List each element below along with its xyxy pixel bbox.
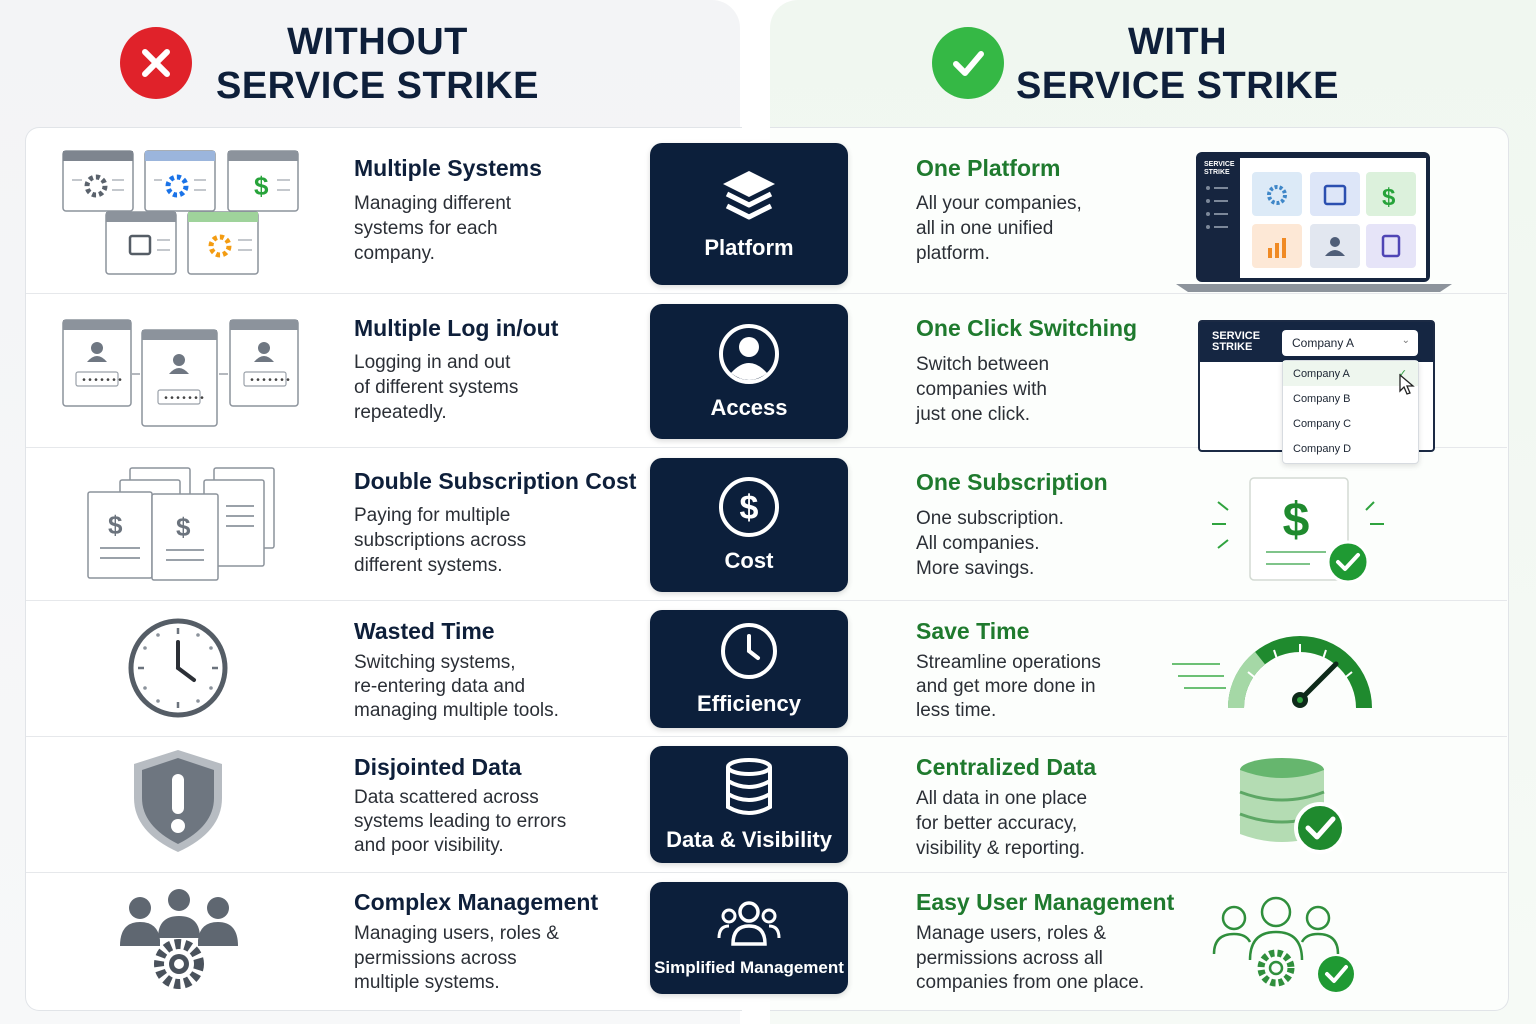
x-circle-icon xyxy=(120,27,192,99)
without-desc-multiple-login: Logging in and out of different systems … xyxy=(354,352,519,423)
user-circle-icon xyxy=(719,323,779,384)
without-desc-disjointed-data: Data scattered across systems leading to… xyxy=(354,787,567,856)
company-option-label: Company C xyxy=(1293,417,1352,430)
team-gear-check-icon xyxy=(1210,896,1360,1001)
svg-text:$: $ xyxy=(254,171,269,201)
without-title-double-subscription: Double Subscription Cost xyxy=(354,468,637,494)
without-desc-double-subscription: Paying for multiple subscriptions across… xyxy=(354,505,527,576)
chevron-down-icon: ⌄ xyxy=(1401,335,1410,346)
row-divider xyxy=(26,872,1507,873)
with-desc-centralized-data: All data in one place for better accurac… xyxy=(916,788,1088,859)
row-divider xyxy=(26,736,1507,737)
warning-shield-icon xyxy=(128,748,228,859)
login-windows-icon: ••••••• ••••••• ••••••• xyxy=(62,318,302,433)
svg-text:SERVICE: SERVICE xyxy=(1204,161,1235,168)
center-card-simplified-management: Simplified Management xyxy=(650,882,848,994)
company-dropdown-list: Company A ✓ Company B Company C Company … xyxy=(1282,360,1419,464)
company-option-label: Company A xyxy=(1293,367,1350,380)
without-title: WITHOUT SERVICE STRIKE xyxy=(200,20,555,108)
svg-text:•••••••: ••••••• xyxy=(163,394,205,405)
with-desc-save-time: Streamline operations and get more done … xyxy=(916,652,1101,721)
with-title-save-time: Save Time xyxy=(916,618,1030,644)
without-title-multiple-systems: Multiple Systems xyxy=(354,155,542,181)
without-title-line2: SERVICE STRIKE xyxy=(215,65,540,107)
with-title-line2: SERVICE STRIKE xyxy=(1015,65,1340,107)
svg-text:$: $ xyxy=(740,489,759,527)
switcher-brand-line2: STRIKE xyxy=(1212,341,1253,353)
invoice-check-icon: $ xyxy=(1210,474,1390,591)
svg-text:$: $ xyxy=(1382,184,1396,211)
without-title-complex-management: Complex Management xyxy=(354,889,599,915)
center-label-simplified-management: Simplified Management xyxy=(654,958,844,977)
company-select-value: Company A xyxy=(1292,336,1355,350)
database-check-icon xyxy=(1236,756,1352,863)
without-title-wasted-time: Wasted Time xyxy=(354,618,495,644)
cursor-icon xyxy=(1399,373,1415,401)
center-label-data-visibility: Data & Visibility xyxy=(666,826,832,852)
company-option-label: Company B xyxy=(1293,392,1351,405)
with-title-one-subscription: One Subscription xyxy=(916,469,1108,495)
database-icon xyxy=(726,757,772,815)
team-gear-icon xyxy=(118,886,240,995)
clock-icon xyxy=(721,623,777,679)
svg-text:•••••••: ••••••• xyxy=(249,376,291,387)
center-card-platform: Platform xyxy=(650,143,848,285)
without-title-multiple-login: Multiple Log in/out xyxy=(354,315,559,341)
dollar-circle-icon: $ xyxy=(719,477,779,537)
with-title: WITH SERVICE STRIKE xyxy=(1005,20,1350,108)
with-desc-one-click: Switch between companies with just one c… xyxy=(916,354,1050,425)
company-option[interactable]: Company A ✓ xyxy=(1283,361,1418,386)
with-desc-one-platform: All your companies, all in one unified p… xyxy=(916,193,1082,264)
switcher-header: SERVICE STRIKE Company A ⌄ xyxy=(1200,322,1433,362)
svg-text:STRIKE: STRIKE xyxy=(1204,169,1230,176)
svg-text:$: $ xyxy=(108,510,123,540)
without-title-line1: WITHOUT xyxy=(287,21,468,63)
row-divider xyxy=(26,600,1507,601)
wall-clock-icon xyxy=(126,616,230,725)
without-title-disjointed-data: Disjointed Data xyxy=(354,754,522,780)
center-label-access: Access xyxy=(710,394,788,420)
center-label-cost: Cost xyxy=(724,548,774,573)
svg-text:$: $ xyxy=(1283,494,1310,547)
users-icon xyxy=(717,901,781,946)
company-option[interactable]: Company D xyxy=(1283,436,1418,461)
row-divider xyxy=(26,447,1507,448)
center-card-efficiency: Efficiency xyxy=(650,610,848,728)
without-desc-multiple-systems: Managing different systems for each comp… xyxy=(354,193,512,264)
row-divider xyxy=(26,293,1507,294)
window-group-icon: $ xyxy=(62,150,302,281)
switcher-brand-line1: SERVICE xyxy=(1212,330,1261,342)
without-desc-wasted-time: Switching systems, re-entering data and … xyxy=(354,652,559,721)
switcher-brand: SERVICE STRIKE xyxy=(1212,331,1260,353)
center-label-platform: Platform xyxy=(704,235,794,260)
center-card-access: Access xyxy=(650,304,848,439)
with-title-one-click: One Click Switching xyxy=(916,315,1138,341)
company-option-label: Company D xyxy=(1293,442,1352,455)
speedometer-icon xyxy=(1170,628,1380,719)
layers-icon xyxy=(723,171,775,220)
check-circle-icon xyxy=(932,27,1004,99)
without-desc-complex-management: Managing users, roles & permissions acro… xyxy=(354,923,559,993)
company-option[interactable]: Company B xyxy=(1283,386,1418,411)
with-title-easy-user-management: Easy User Management xyxy=(916,889,1175,915)
invoice-stack-icon: $ $ xyxy=(86,466,278,587)
with-title-centralized-data: Centralized Data xyxy=(916,754,1097,780)
with-desc-easy-user-management: Manage users, roles & permissions across… xyxy=(916,923,1145,993)
center-label-efficiency: Efficiency xyxy=(697,691,801,716)
with-title-one-platform: One Platform xyxy=(916,155,1061,181)
with-title-line1: WITH xyxy=(1127,21,1228,63)
company-option[interactable]: Company C xyxy=(1283,411,1418,436)
center-card-data-visibility: Data & Visibility xyxy=(650,746,848,863)
check-icon: ✓ xyxy=(1397,368,1408,380)
with-desc-one-subscription: One subscription. All companies. More sa… xyxy=(916,508,1064,579)
center-card-cost: $ Cost xyxy=(650,458,848,592)
company-select[interactable]: Company A ⌄ xyxy=(1282,330,1418,356)
svg-text:•••••••: ••••••• xyxy=(81,376,123,387)
svg-text:$: $ xyxy=(176,512,191,542)
laptop-dashboard-icon: SERVICE STRIKE $ xyxy=(1176,150,1452,299)
